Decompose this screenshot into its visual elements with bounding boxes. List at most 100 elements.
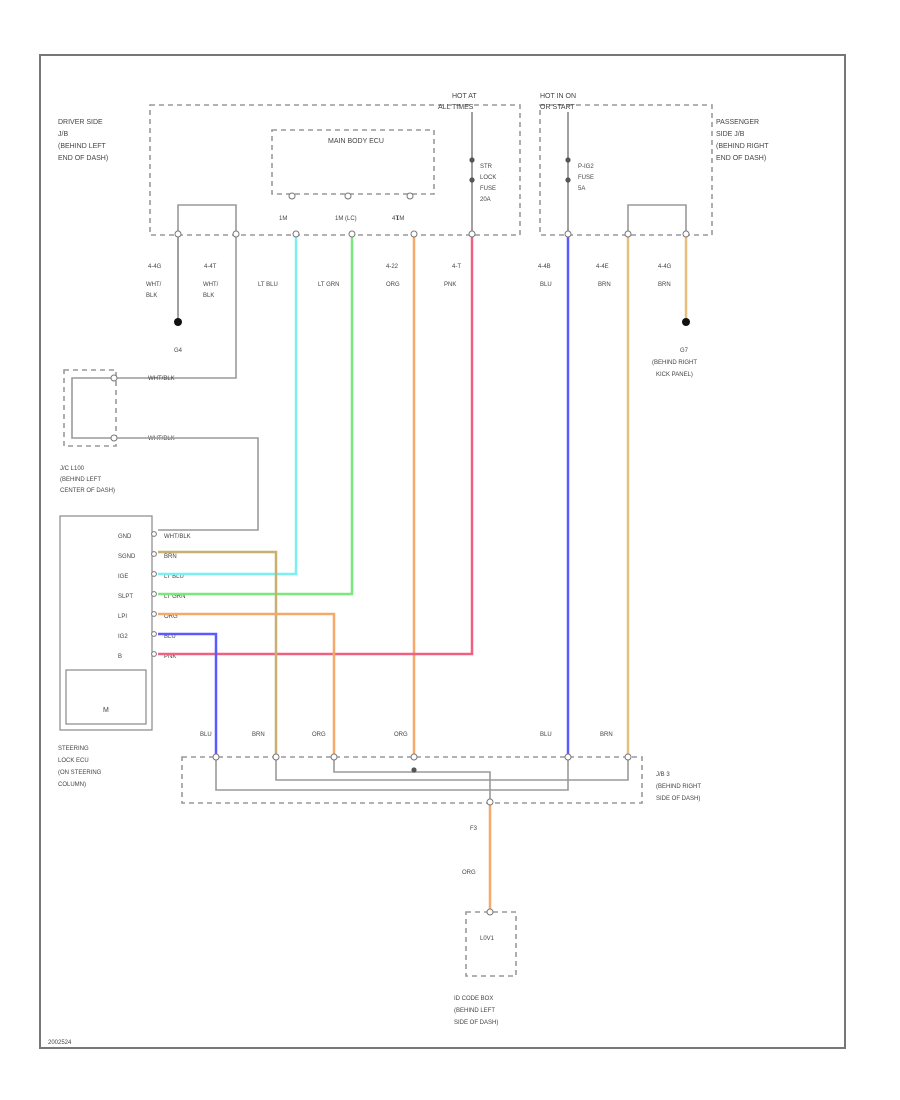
jb3-terminal xyxy=(624,753,632,761)
driver-jb-label-2: J/B xyxy=(58,131,68,138)
steering-lock-wire-label-1: WHT/BLK xyxy=(164,534,191,540)
ecu-terminal xyxy=(406,192,414,200)
steering-lock-terminal xyxy=(151,551,157,557)
g7-ground-icon xyxy=(682,318,690,326)
jb3-terminal xyxy=(212,753,220,761)
steering-lock-label-4: COLUMN) xyxy=(58,782,86,788)
hot-at-all-times-1: HOT AT xyxy=(452,93,477,100)
steering-lock-label-3: (ON STEERING xyxy=(58,770,102,776)
str-fuse-label-4: 20A xyxy=(480,197,491,203)
id-code-inner-label: L0V1 xyxy=(480,936,495,942)
str-fuse-label-2: LOCK xyxy=(480,175,496,181)
g7-label-1: G7 xyxy=(680,348,689,354)
steering-lock-wire-label-7: PNK xyxy=(164,654,176,660)
terminal-markers xyxy=(110,192,690,916)
g7-label-2: (BEHIND RIGHT xyxy=(652,360,697,366)
jc-label-3: CENTER OF DASH) xyxy=(60,488,115,494)
lt-blu-wire xyxy=(158,232,298,576)
jc-wire-label-1: WHT/BLK xyxy=(148,376,175,382)
steering-lock-pin-b: B xyxy=(118,654,122,660)
jc-terminal xyxy=(110,374,118,382)
jb3-label-1: J/B 3 xyxy=(656,772,670,778)
org-slpt-wire xyxy=(158,612,336,755)
diagram-frame xyxy=(39,54,846,1049)
id-code-terminal xyxy=(486,908,494,916)
jc-label-1: J/C L100 xyxy=(60,466,85,472)
steering-lock-wire-label-2: BRN xyxy=(164,554,177,560)
hot-in-on-2: OR START xyxy=(540,104,575,111)
wire-label-wht-blk-2b: BLK xyxy=(203,293,214,299)
jb3-terminal xyxy=(410,753,418,761)
steering-lock-wire-label-6: BLU xyxy=(164,634,176,640)
jb3-terminal xyxy=(330,753,338,761)
driver-jb-label-4: END OF DASH) xyxy=(58,155,108,162)
steering-lock-pin-sgnd: SGND xyxy=(118,554,136,560)
fuse-pin-4t: 4T xyxy=(392,216,399,222)
top-terminal xyxy=(624,230,632,238)
pin-4-4t: 4-4T xyxy=(204,264,217,270)
steering-lock-terminal xyxy=(151,591,157,597)
pig2-fuse-node-2 xyxy=(565,177,571,183)
jb3-bus-3 xyxy=(333,760,491,800)
jc-label-2: (BEHIND LEFT xyxy=(60,477,101,483)
id-code-label-3: SIDE OF DASH) xyxy=(454,1020,498,1026)
top-terminal xyxy=(682,230,690,238)
steering-lock-terminal xyxy=(151,571,157,577)
jb3-wire-label-2: BRN xyxy=(252,732,265,738)
jc-wire-label-2: WHT/BLK xyxy=(148,436,175,442)
jb3-wire-label-3: ORG xyxy=(312,732,326,738)
pig2-fuse-label-2: FUSE xyxy=(578,175,594,181)
id-code-label-1: ID CODE BOX xyxy=(454,996,493,1002)
pin-4-4g-right: 4-4G xyxy=(658,264,672,270)
main-body-ecu-label: MAIN BODY ECU xyxy=(328,138,384,145)
passenger-jb-label-3: (BEHIND RIGHT xyxy=(716,143,769,150)
passenger-jb-label-1: PASSENGER xyxy=(716,119,759,126)
jc-l100-box xyxy=(63,369,117,447)
steering-lock-wire-label-4: LT GRN xyxy=(164,594,185,600)
top-terminal xyxy=(174,230,182,238)
main-pin-3: 1M xyxy=(396,216,404,222)
ecu-terminal xyxy=(288,192,296,200)
jb3-bus-1 xyxy=(215,760,569,791)
str-fuse-label-1: STR xyxy=(480,164,493,170)
main-pin-2: 1M (LC) xyxy=(335,216,357,222)
steering-lock-pin-gnd: GND xyxy=(118,534,132,540)
wire-label-blu: BLU xyxy=(540,282,552,288)
diagram-code: 2002524 xyxy=(48,1040,72,1046)
jc-terminal xyxy=(110,434,118,442)
main-body-ecu-box xyxy=(271,129,435,195)
id-code-box xyxy=(465,911,517,977)
wire-label-pnk: PNK xyxy=(444,282,456,288)
jb3-wire-label-6: BRN xyxy=(600,732,613,738)
str-fuse-label-3: FUSE xyxy=(480,186,496,192)
g7-label-3: KICK PANEL) xyxy=(656,372,693,378)
id-code-pin: F3 xyxy=(470,826,478,832)
steering-lock-label-1: STEERING xyxy=(58,746,89,752)
jb3-wire-label-1: BLU xyxy=(200,732,212,738)
steering-lock-pin-slpt: SLPT xyxy=(118,594,133,600)
steering-lock-motor-label: M xyxy=(103,707,109,714)
steering-lock-ecu-box xyxy=(59,515,153,731)
jb3-wire-label-4: ORG xyxy=(394,732,408,738)
jb3-bus-2 xyxy=(275,760,629,781)
wire-label-wht-blk-1a: WHT/ xyxy=(146,282,162,288)
top-terminal xyxy=(348,230,356,238)
top-terminal xyxy=(292,230,300,238)
steering-lock-terminal xyxy=(151,531,157,537)
top-terminal xyxy=(232,230,240,238)
steering-lock-label-2: LOCK ECU xyxy=(58,758,89,764)
pig2-fuse-node-1 xyxy=(565,157,571,163)
pig2-fuse-label-1: P-IG2 xyxy=(578,164,594,170)
pig2-fuse-label-3: 5A xyxy=(578,186,585,192)
passenger-jb-label-2: SIDE J/B xyxy=(716,131,745,138)
passenger-jb-internal-link xyxy=(627,204,687,232)
g4-label: G4 xyxy=(174,348,183,354)
steering-lock-pin-ige: IGE xyxy=(118,574,128,580)
steering-lock-terminal xyxy=(151,631,157,637)
wire-label-brn-1: BRN xyxy=(598,282,611,288)
passenger-jb-label-4: END OF DASH) xyxy=(716,155,766,162)
g4-ground-icon xyxy=(174,318,182,326)
